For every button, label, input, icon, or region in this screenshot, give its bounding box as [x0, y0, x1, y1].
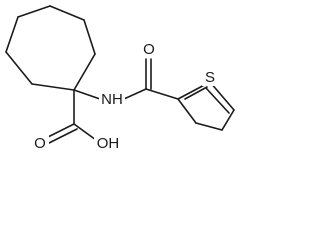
thiophene-sulfur-label: S [205, 69, 215, 86]
n-c-bond [123, 88, 147, 100]
ring-bond [5, 16, 19, 53]
structure-diagram: O NH S O OH [5, 5, 235, 152]
acid-double-bond [45, 123, 75, 139]
atom-labels: O NH S O OH [32, 40, 218, 152]
ring-bond [83, 19, 96, 55]
amide-nh-label: NH [101, 91, 123, 108]
c-thiophene-bond [145, 88, 179, 100]
thiophene-double-bond [205, 87, 230, 114]
thiophene-bond [195, 122, 223, 131]
acid-oxygen-label: O [34, 135, 46, 152]
bonds [5, 5, 235, 144]
thiophene-double-bond [184, 86, 208, 100]
ring-bond [73, 53, 96, 91]
acid-oh-bond [73, 123, 97, 141]
thiophene-bond [209, 81, 235, 111]
ring-bond [49, 5, 85, 21]
carbonyl-oxygen-label: O [143, 41, 155, 58]
hydroxyl-label: OH [97, 135, 120, 152]
ring-bond [31, 83, 75, 91]
acid-double-bond [48, 128, 78, 144]
ring-bond [17, 5, 51, 18]
ring-bond [5, 51, 33, 85]
c-n-bond [73, 89, 101, 100]
thiophene-bond [177, 98, 197, 124]
thiophene-bond [221, 109, 235, 131]
